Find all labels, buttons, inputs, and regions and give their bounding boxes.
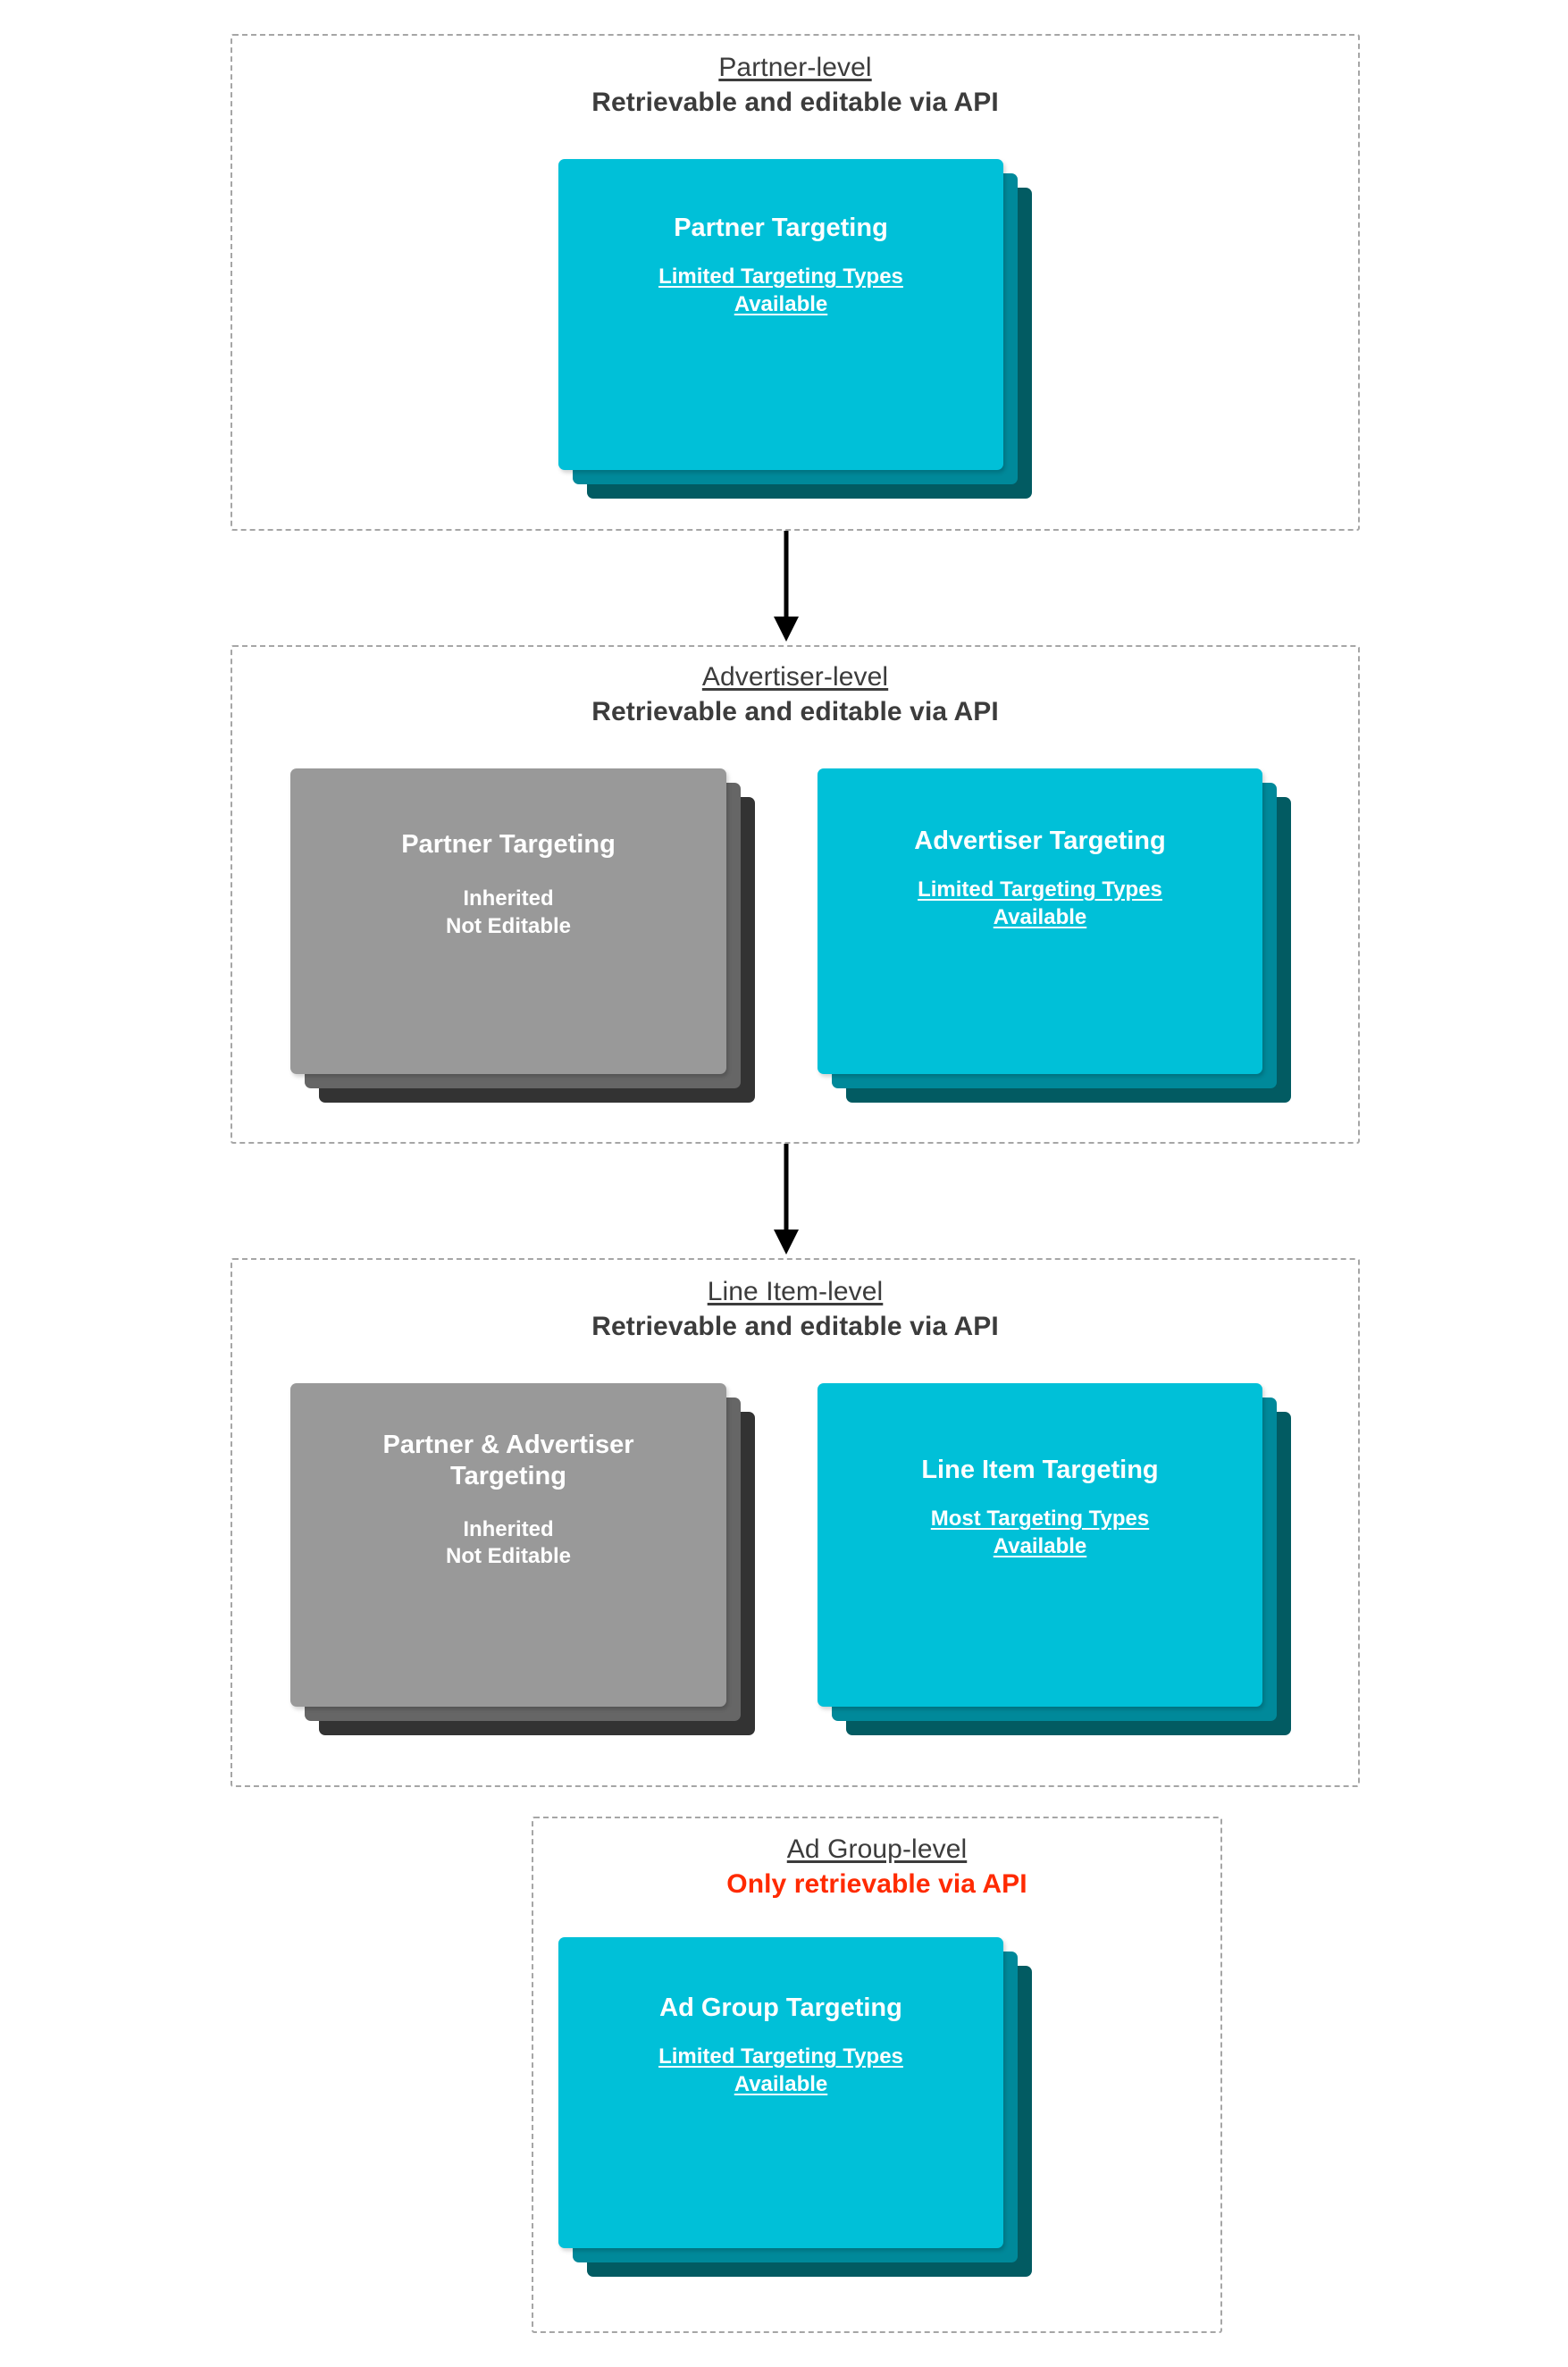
level-box-line-item [231, 1258, 1360, 1787]
card-line-item-targeting[interactable]: Line Item Targeting Most Targeting Types… [818, 1383, 1262, 1707]
card-note: Limited Targeting Types Available [658, 264, 903, 317]
level-box-ad-group [532, 1817, 1222, 2333]
level-subtitle-ad-group: Only retrievable via API [726, 1869, 1027, 1900]
card-note: Most Targeting Types Available [930, 1507, 1150, 1559]
connector-advertiser-to-line-item [750, 1144, 822, 1258]
card-stack-partner-targeting: Partner Targeting Limited Targeting Type… [558, 159, 1032, 499]
arrow-down-icon [774, 1144, 799, 1255]
level-subtitle-partner: Retrievable and editable via API [591, 88, 999, 118]
level-box-partner [231, 34, 1360, 531]
card-stack-line-item-inherited: Partner & Advertiser Targeting Inherited… [290, 1383, 755, 1735]
card-title: Advertiser Targeting [914, 827, 1166, 855]
card-advertiser-targeting[interactable]: Advertiser Targeting Limited Targeting T… [818, 768, 1262, 1074]
card-stack-ad-group-targeting: Ad Group Targeting Limited Targeting Typ… [558, 1937, 1032, 2277]
level-heading-partner: Partner-level Retrievable and editable v… [231, 52, 1360, 119]
level-title-advertiser: Advertiser-level [701, 662, 889, 692]
card-stack-advertiser-partner-inherited: Partner Targeting Inherited Not Editable [290, 768, 755, 1103]
card-partner-advertiser-targeting-inherited[interactable]: Partner & Advertiser Targeting Inherited… [290, 1383, 726, 1707]
level-title-line-item: Line Item-level [707, 1277, 884, 1306]
level-heading-ad-group: Ad Group-level Only retrievable via API [532, 1834, 1222, 1901]
level-heading-advertiser: Advertiser-level Retrievable and editabl… [231, 661, 1360, 728]
card-title: Partner Targeting [674, 214, 888, 242]
level-title-partner: Partner-level [718, 53, 872, 82]
connector-partner-to-advertiser [750, 531, 822, 645]
level-box-advertiser [231, 645, 1360, 1144]
level-heading-line-item: Line Item-level Retrievable and editable… [231, 1276, 1360, 1343]
card-stack-advertiser-targeting: Advertiser Targeting Limited Targeting T… [818, 768, 1291, 1103]
card-title: Partner Targeting [401, 830, 616, 859]
card-note: Limited Targeting Types Available [658, 2044, 903, 2097]
level-title-ad-group: Ad Group-level [786, 1834, 968, 1864]
arrow-down-icon [774, 531, 799, 642]
card-title: Ad Group Targeting [659, 1993, 902, 2022]
card-note: Inherited Not Editable [445, 1516, 571, 1569]
card-note: Inherited Not Editable [445, 886, 571, 939]
card-ad-group-targeting[interactable]: Ad Group Targeting Limited Targeting Typ… [558, 1937, 1003, 2248]
card-partner-targeting[interactable]: Partner Targeting Limited Targeting Type… [558, 159, 1003, 470]
card-title: Line Item Targeting [921, 1456, 1159, 1484]
level-subtitle-line-item: Retrievable and editable via API [591, 1312, 999, 1342]
card-partner-targeting-inherited[interactable]: Partner Targeting Inherited Not Editable [290, 768, 726, 1074]
card-title: Partner & Advertiser Targeting [382, 1431, 634, 1491]
card-note: Limited Targeting Types Available [918, 877, 1162, 930]
card-stack-line-item-targeting: Line Item Targeting Most Targeting Types… [818, 1383, 1291, 1735]
level-subtitle-advertiser: Retrievable and editable via API [591, 697, 999, 727]
